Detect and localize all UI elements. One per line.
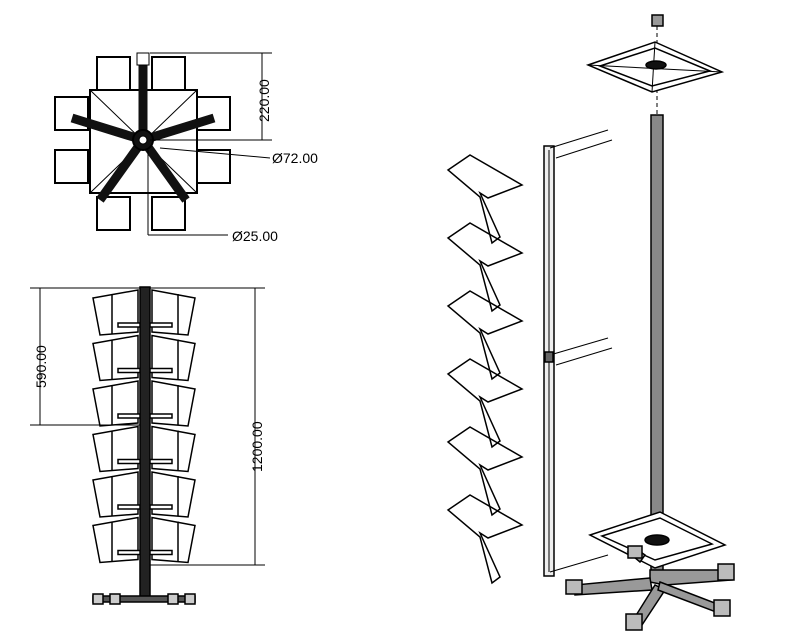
front-holder-left: [92, 471, 139, 518]
front-foot: [92, 593, 104, 605]
iso-holder: [446, 222, 524, 313]
front-base: [92, 595, 196, 603]
front-holder-left: [92, 425, 139, 473]
dimension-1200: 1200.00: [249, 421, 265, 472]
front-holder-left: [92, 380, 139, 427]
iso-holder: [446, 290, 524, 381]
iso-holder: [446, 426, 524, 517]
dimension-diameter-25: Ø25.00: [232, 228, 278, 244]
isometric-view: [543, 14, 735, 631]
front-foot: [184, 593, 196, 605]
front-holder-right: [151, 471, 196, 518]
front-view: [92, 286, 196, 605]
dimension-590: 590.00: [33, 345, 49, 388]
iso-holder: [446, 154, 524, 245]
dimension-diameter-72: Ø72.00: [272, 150, 318, 166]
front-view-dimensions: [30, 287, 265, 566]
front-holder-right: [151, 425, 196, 473]
front-holder-right: [151, 380, 196, 427]
front-holder-left: [92, 334, 139, 382]
isometric-holders: [446, 154, 524, 585]
top-view: [54, 52, 231, 231]
dimension-220: 220.00: [256, 79, 272, 122]
front-holder-right: [151, 334, 196, 382]
front-holder-right: [151, 516, 196, 564]
top-view-dimensions: [147, 52, 272, 236]
front-holder-left: [92, 516, 139, 564]
front-pole: [139, 286, 151, 599]
front-foot: [167, 593, 179, 605]
front-foot: [109, 593, 121, 605]
front-holder-right: [151, 289, 196, 336]
iso-holder: [446, 494, 524, 585]
front-holder-left: [92, 289, 139, 336]
iso-holder: [446, 358, 524, 449]
